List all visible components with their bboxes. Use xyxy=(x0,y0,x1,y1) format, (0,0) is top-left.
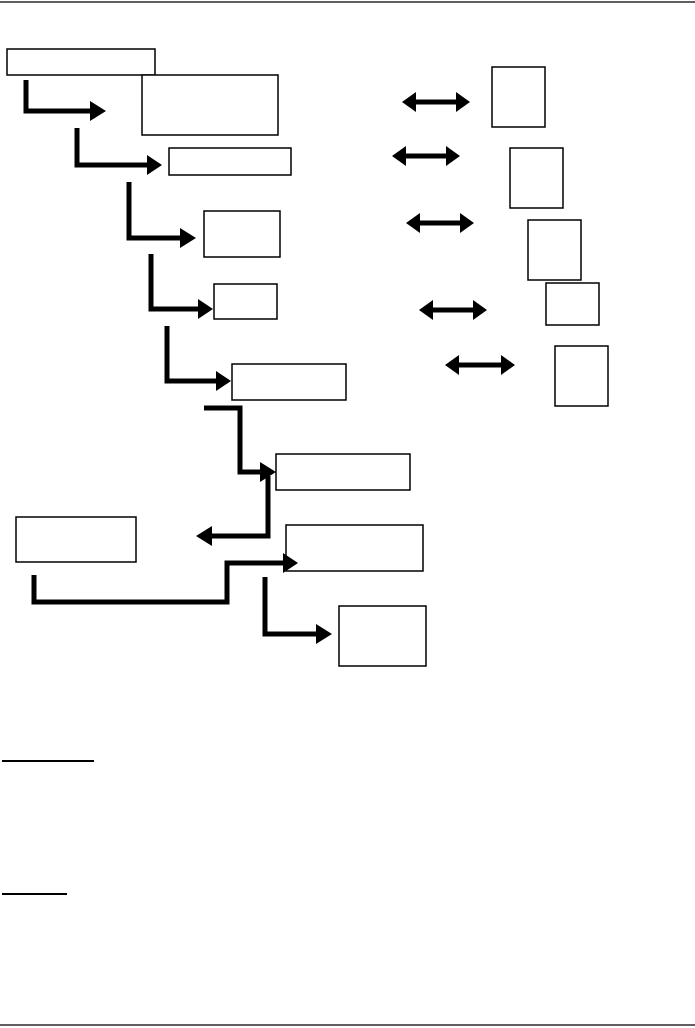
arrowhead-7 xyxy=(316,624,332,644)
connector-1 xyxy=(23,80,90,114)
connector-return xyxy=(212,476,271,539)
box-level-6 xyxy=(275,453,411,491)
connector-3 xyxy=(126,182,180,241)
box-level-4 xyxy=(213,283,278,320)
box-level-1 xyxy=(141,74,279,136)
arrowhead-4 xyxy=(198,299,213,319)
arrowhead-6 xyxy=(260,462,276,482)
box-side-1 xyxy=(491,66,546,128)
arrowhead-3 xyxy=(180,228,196,248)
box-external-left xyxy=(15,516,137,563)
connector-4 xyxy=(148,254,198,312)
double-arrow-1 xyxy=(402,92,470,112)
connector-6 xyxy=(204,405,260,475)
connector-2 xyxy=(74,128,147,168)
connector-external xyxy=(31,560,283,605)
box-side-5 xyxy=(554,345,609,407)
connector-7 xyxy=(262,577,316,637)
connector-5 xyxy=(164,326,216,384)
box-level-7 xyxy=(285,524,424,572)
double-arrow-4 xyxy=(419,300,487,320)
arrowhead-5 xyxy=(216,371,231,391)
double-arrow-3 xyxy=(406,213,474,233)
box-level-5 xyxy=(231,363,347,401)
box-side-3 xyxy=(527,219,582,281)
box-level-2 xyxy=(168,147,292,176)
box-start xyxy=(6,48,156,76)
box-level-8 xyxy=(338,605,427,667)
arrowhead-return xyxy=(196,526,212,546)
arrowhead-2 xyxy=(147,155,162,175)
arrowhead-external xyxy=(283,553,298,573)
box-side-2 xyxy=(509,147,564,209)
double-arrow-2 xyxy=(392,146,460,166)
double-arrow-5 xyxy=(445,355,515,375)
box-side-4 xyxy=(545,282,600,326)
arrowhead-1 xyxy=(90,101,106,121)
box-level-3 xyxy=(203,210,281,258)
